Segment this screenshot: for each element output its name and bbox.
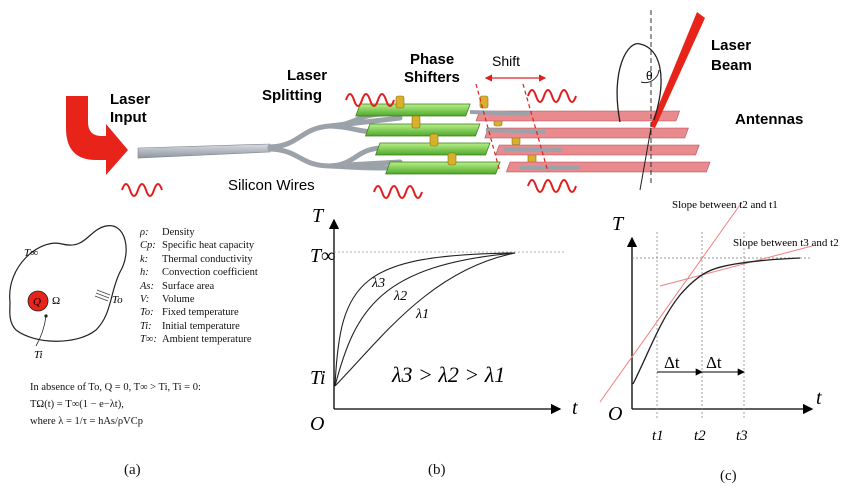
laser-beam [650, 12, 705, 128]
c-tick-t1: t1 [652, 428, 664, 444]
tangent-line-2 [659, 245, 813, 287]
label-theta: θ [646, 69, 653, 83]
panel-a-domain: Q Ω Ti T∞ To [9, 225, 127, 361]
label-shift: Shift [492, 53, 520, 69]
legend-row: h:Convection coefficient [140, 267, 258, 279]
curve-lambda3 [334, 252, 516, 387]
note-line: where λ = 1/τ = hAs/ρVCp [30, 416, 144, 427]
label-ti: Ti [34, 349, 43, 361]
panel-c-plot: T t O Slope between t2 and t1 Slope betw… [599, 199, 839, 444]
note-line: TΩ(t) = T∞(1 − e−λt), [30, 399, 124, 410]
panel-b-plot: T t O T∞ Ti λ3 λ2 λ1 λ3 > λ2 > λ1 [310, 205, 578, 435]
input-waveguide [137, 143, 271, 159]
b-y-axis-label: T [312, 205, 325, 227]
panel-a-note: In absence of To, Q = 0, T∞ > Ti, Ti = 0… [30, 379, 201, 430]
label-laser-beam: Laser Beam [711, 37, 755, 74]
c-slope2-label: Slope between t3 and t2 [733, 237, 839, 249]
gold-contacts [395, 95, 537, 166]
label-omega: Ω [52, 295, 60, 307]
caption-b: (b) [428, 462, 446, 478]
legend-row: V:Volume [140, 294, 195, 306]
photonic-chip-illustration: Laser Input Laser Splitting Phase Shifte… [66, 10, 803, 199]
label-laser-input: Laser Input [110, 91, 154, 126]
b-t-inf-label: T∞ [310, 245, 335, 267]
legend-row: To:Fixed temperature [140, 307, 239, 319]
splitter-tree [267, 109, 413, 171]
curve-lambda2 [334, 252, 516, 387]
c-delta1-label: Δt [664, 353, 680, 372]
label-q: Q [33, 296, 41, 308]
caption-a: (a) [124, 462, 141, 478]
c-y-axis-label: T [612, 213, 625, 235]
b-curve-label-2: λ2 [393, 289, 407, 304]
c-slope1-label: Slope between t2 and t1 [672, 199, 778, 211]
legend-row: Ti:Initial temperature [140, 320, 240, 332]
label-to: To [112, 294, 123, 306]
b-origin-label: O [310, 413, 324, 435]
panel-a-legend: ρ:Density Cp:Specific heat capacity k:Th… [140, 226, 258, 347]
c-origin-label: O [608, 403, 622, 425]
antenna-arrays [475, 110, 711, 173]
label-t-inf: T∞ [24, 247, 38, 259]
legend-row: Cp:Specific heat capacity [140, 240, 255, 252]
legend-row: k:Thermal conductivity [140, 253, 253, 265]
c-tick-t3: t3 [736, 428, 748, 444]
b-relation: λ3 > λ2 > λ1 [391, 362, 505, 387]
c-delta2-label: Δt [706, 353, 722, 372]
heat-source-q [27, 290, 49, 312]
label-phase-shifters: Phase Shifters [404, 51, 460, 86]
c-tick-t2: t2 [694, 428, 706, 444]
note-line: In absence of To, Q = 0, T∞ > Ti, Ti = 0… [30, 382, 201, 393]
label-antennas: Antennas [735, 111, 803, 128]
legend-row: T∞:Ambient temperature [140, 334, 252, 346]
sine-waves [121, 89, 577, 199]
b-x-axis-label: t [572, 397, 578, 419]
b-curve-label-1: λ3 [371, 276, 385, 291]
c-x-axis-label: t [816, 387, 822, 409]
curve-c [632, 257, 801, 385]
b-ti-label: Ti [310, 367, 326, 389]
caption-c: (c) [720, 468, 737, 484]
b-curve-label-3: λ1 [415, 307, 429, 322]
phase-shifters [355, 103, 501, 175]
legend-row: As:Surface area [140, 280, 215, 292]
legend-row: ρ:Density [140, 227, 195, 238]
laser-input-arrow [66, 96, 128, 175]
curve-lambda1 [334, 252, 516, 387]
label-silicon-wires: Silicon Wires [228, 177, 315, 194]
domain-omega-outline [9, 225, 127, 342]
tangent-line-1 [599, 201, 743, 403]
label-laser-splitting: Laser Splitting [262, 67, 331, 104]
